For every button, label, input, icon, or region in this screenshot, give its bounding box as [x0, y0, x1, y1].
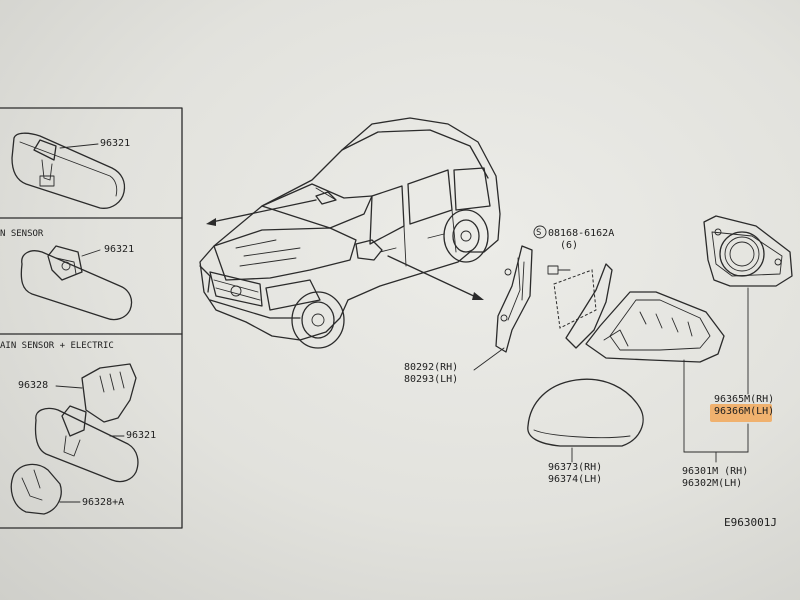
part-label-bolt: 08168-6162A	[548, 228, 614, 239]
part-label-96328a: 96328+A	[82, 497, 124, 508]
part-label-80293: 80293(LH)	[404, 374, 458, 385]
part-label-96374: 96374(LH)	[548, 474, 602, 485]
rearview-mirror-2	[20, 245, 133, 321]
part-label-80292: 80292(RH)	[404, 362, 458, 373]
part-label-96321-a: 96321	[100, 138, 130, 149]
left-panel-frames	[0, 107, 183, 529]
part-label-96301m: 96301M (RH)	[682, 466, 748, 477]
panel3-title: AIN SENSOR + ELECTRIC	[0, 341, 114, 351]
circled-s-icon: S	[533, 225, 547, 239]
highlight-marker	[710, 404, 772, 422]
bolt-screw	[547, 265, 571, 275]
assembly-bracket	[683, 359, 749, 463]
part-label-96366m: 96366M(LH)	[714, 406, 774, 417]
mirror-cover	[527, 378, 644, 447]
part-label-96365m: 96365M(RH)	[714, 394, 774, 405]
part-label-bolt-qty: (6)	[560, 240, 578, 251]
panel2-title: N SENSOR	[0, 229, 44, 239]
part-label-96373: 96373(RH)	[548, 462, 602, 473]
part-label-96321-c: 96321	[126, 430, 156, 441]
mirror-glass	[703, 215, 793, 287]
diagram-code: E963001J	[724, 516, 777, 529]
car-illustration	[199, 117, 501, 349]
part-label-96321-b: 96321	[104, 244, 134, 255]
part-label-96302m: 96302M(LH)	[682, 478, 742, 489]
sensor-cover-96328	[81, 363, 137, 423]
rearview-mirror-1	[11, 132, 126, 209]
pointer-arrows	[206, 199, 484, 300]
sensor-cover-96328-a	[10, 463, 62, 515]
rearview-mirror-3	[34, 405, 139, 483]
mirror-gasket	[495, 245, 533, 353]
mirror-base	[553, 263, 613, 349]
svg-text:S: S	[536, 228, 541, 238]
mirror-housing	[585, 291, 725, 363]
part-label-96328: 96328	[18, 380, 48, 391]
